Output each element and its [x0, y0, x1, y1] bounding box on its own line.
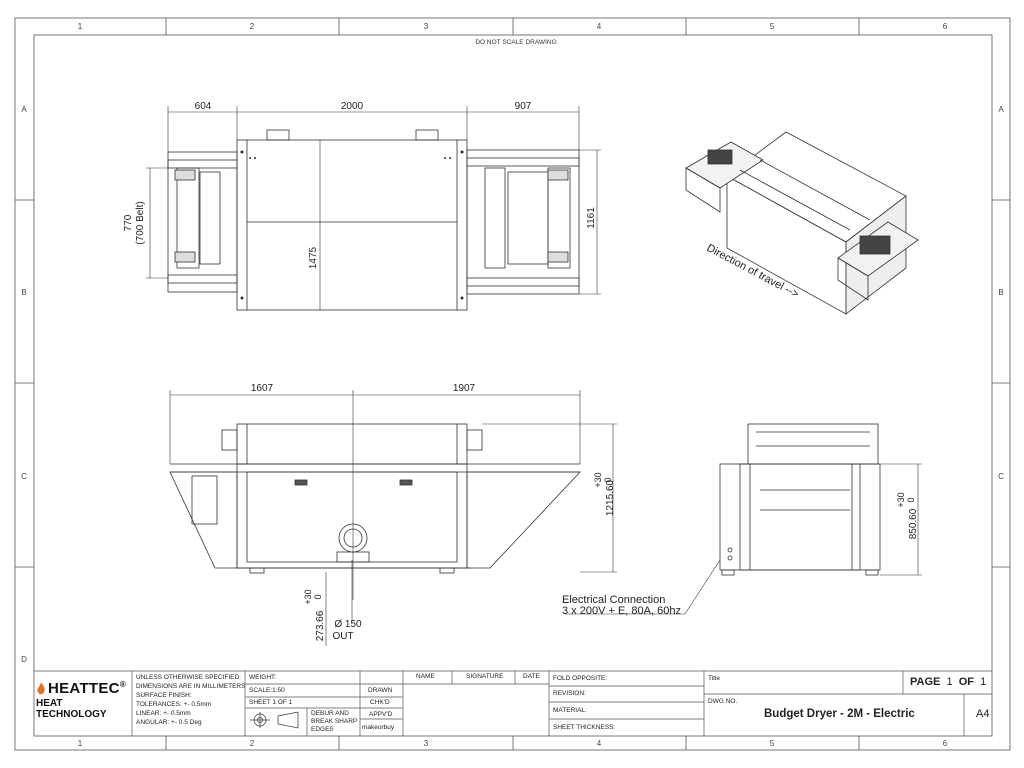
zone-col-5-top: 5: [770, 22, 775, 31]
dim-front-right: 1907: [453, 383, 476, 394]
page-word: PAGE: [910, 676, 941, 688]
dim-top-left: 604: [195, 101, 212, 112]
spec-line-1: UNLESS OTHERWISE SPECIFIED:: [136, 674, 241, 681]
drawing-number-label: DWG NO.: [708, 698, 738, 705]
dim-side-tol-bot: 0: [906, 497, 916, 502]
material-label: MATERIAL:: [553, 707, 587, 714]
dim-front-tol-bot: 0: [603, 477, 613, 482]
fold-opposite-label: FOLD OPPOSITE:: [553, 675, 608, 682]
deburr-line-3: EDGES: [311, 726, 334, 733]
zone-row-a-right: A: [998, 105, 1004, 114]
dim-outlet-label: OUT: [332, 631, 353, 642]
spec-line-6: ANGULAR: +- 0.5 Deg: [136, 719, 202, 726]
make-or-buy: makeorbuy: [362, 724, 395, 731]
zone-col-1-bottom: 1: [78, 739, 83, 748]
inner-border: [33, 34, 993, 737]
front-view-dims: [169, 390, 617, 646]
dim-front-tol-top: +30: [593, 472, 603, 487]
header-name: NAME: [416, 673, 435, 680]
approved-label: APPV'D: [369, 711, 393, 718]
logo-registered-mark: ®: [119, 680, 127, 689]
zone-col-6-bottom: 6: [943, 739, 948, 748]
zone-row-c-left: C: [21, 472, 27, 481]
direction-of-travel: Direction of travel -->: [705, 242, 801, 301]
page-counter: PAGE 1 OF 1: [910, 676, 986, 688]
dim-side-height: 850.60: [908, 508, 919, 539]
zone-row-b-left: B: [21, 288, 26, 297]
company-logo: HEATTEC® HEAT TECHNOLOGY: [36, 680, 132, 720]
side-view-dims: [565, 463, 922, 615]
front-view: [169, 423, 581, 574]
revision-label: REVISION:: [553, 690, 586, 697]
dim-top-mid: 2000: [341, 101, 364, 112]
dim-mid-height: 1475: [308, 246, 319, 269]
electrical-connection-label: Electrical Connection: [562, 594, 665, 606]
scale-label: SCALE:1:50: [249, 687, 285, 694]
dim-left-height-sub: (700 Belt): [135, 201, 146, 244]
zone-dividers: [15, 18, 1010, 750]
header-signature: SIGNATURE: [466, 673, 504, 680]
dim-left-height: 770: [123, 214, 134, 231]
dim-outlet-diameter: Ø 150: [334, 619, 362, 630]
title-block-grid: [34, 670, 992, 736]
isometric-view: [685, 131, 919, 315]
side-view: [719, 423, 881, 576]
header-date: DATE: [523, 673, 540, 680]
zone-col-5-bottom: 5: [770, 739, 775, 748]
spec-line-4: TOLERANCES: +- 0.5mm: [136, 701, 212, 708]
spec-line-2: DIMENSIONS ARE IN MILLIMETERS: [136, 683, 246, 690]
zone-col-4-bottom: 4: [597, 739, 602, 748]
page-number: 1: [946, 676, 953, 688]
zone-col-3-top: 3: [424, 22, 429, 31]
zone-col-2-top: 2: [250, 22, 255, 31]
drawn-label: DRAWN: [368, 687, 393, 694]
logo-subtitle: HEAT TECHNOLOGY: [36, 698, 107, 720]
zone-row-b-right: B: [998, 288, 1003, 297]
zone-row-a-left: A: [21, 105, 27, 114]
sheet-thickness-label: SHEET THICKNESS:: [553, 724, 616, 731]
dim-front-left: 1607: [251, 383, 274, 394]
deburr-line-2: BREAK SHARP: [311, 718, 358, 725]
title-label: Title: [708, 675, 721, 682]
zone-col-2-bottom: 2: [250, 739, 255, 748]
zone-col-1-top: 1: [78, 22, 83, 31]
dim-outlet-tol-bot: 0: [313, 594, 323, 599]
zone-col-4-top: 4: [597, 22, 602, 31]
drawing-title: Budget Dryer - 2M - Electric: [764, 708, 915, 720]
dim-top-right: 907: [515, 101, 532, 112]
weight-label: WEIGHT:: [249, 674, 277, 681]
dim-outlet-height: 273.66: [315, 610, 326, 641]
dim-right-height: 1161: [586, 207, 597, 229]
electrical-connection-spec: 3 x 200V + E, 80A, 60hz: [562, 605, 681, 617]
sheet-size: A4: [976, 708, 990, 720]
page-total: 1: [980, 676, 987, 688]
checked-label: CHK'D: [370, 699, 390, 706]
outer-frame: [14, 17, 1011, 751]
dim-outlet-tol-top: +30: [303, 589, 313, 604]
do-not-scale-note: DO NOT SCALE DRAWING: [475, 39, 556, 46]
zone-row-d-left: D: [21, 655, 27, 664]
deburr-line-1: DEBUR AND: [311, 710, 349, 717]
logo-name: HEATTEC: [48, 680, 120, 697]
spec-line-3: SURFACE FINISH:: [136, 692, 192, 699]
sheet-label: SHEET 1 OF 1: [249, 699, 293, 706]
zone-col-3-bottom: 3: [424, 739, 429, 748]
top-view-dims: [146, 106, 601, 310]
zone-col-6-top: 6: [943, 22, 948, 31]
zone-row-c-right: C: [998, 472, 1004, 481]
of-word: OF: [958, 676, 975, 688]
dim-front-height: 1215.60: [605, 479, 616, 516]
flame-icon: [37, 682, 45, 695]
projection-symbol: [250, 711, 299, 729]
spec-line-5: LINEAR: +- 0.5mm: [136, 710, 191, 717]
top-view: [167, 129, 580, 311]
dim-side-tol-top: +30: [896, 492, 906, 507]
